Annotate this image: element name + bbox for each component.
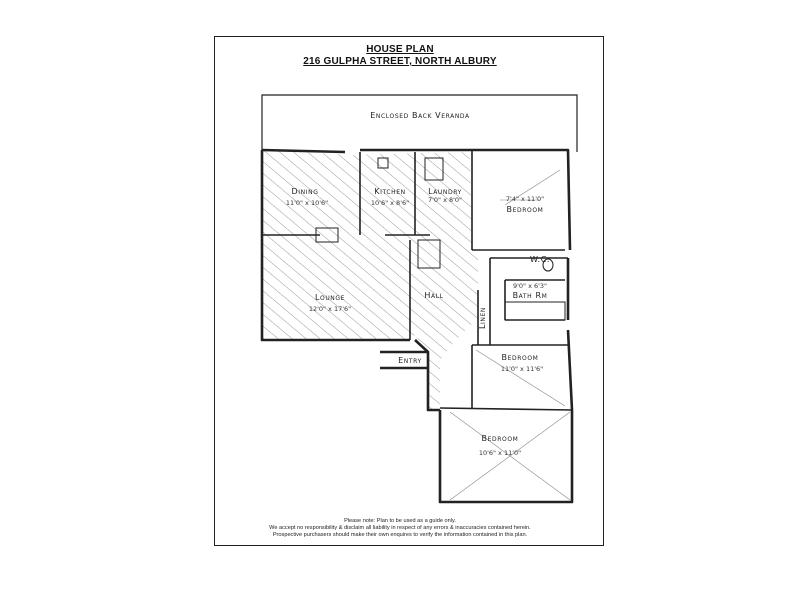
bedroom2-dimensions: 11'0" x 11'6" [501, 365, 543, 373]
veranda-label: Enclosed Back Veranda [370, 111, 470, 120]
kitchen-dimensions: 10'6" x 8'6" [371, 199, 409, 207]
interior-walls [262, 150, 573, 411]
bedroom1-label: Bedroom [507, 205, 544, 214]
hatched-living-area [262, 150, 478, 410]
footer-note-3: Prospective purchasers should make their… [272, 532, 528, 538]
bedroom1-dimensions: 7'4" x 11'0" [506, 195, 544, 203]
bedroom3-dimensions: 10'6" x 11'0" [479, 449, 521, 457]
plan-title: HOUSE PLAN [366, 44, 434, 55]
exterior-walls [260, 148, 574, 504]
plan-border [214, 36, 604, 546]
lounge-dimensions: 12'0" x 17'6" [309, 305, 351, 313]
hall-label: Hall [424, 291, 443, 300]
bath-label: Bath Rm [513, 291, 548, 300]
laundry-label: Laundry [428, 187, 462, 196]
laundry-dimensions: 7'0" x 8'0" [428, 196, 462, 204]
fixtures [315, 157, 571, 501]
dining-label: Dining [292, 187, 319, 196]
entry-label: Entry [398, 356, 422, 365]
bath-dimensions: 9'0" x 6'3" [513, 282, 547, 290]
footer-note-1: Please note: Plan to be used as a guide … [344, 518, 456, 524]
bedroom3-label: Bedroom [482, 434, 519, 443]
lounge-label: Lounge [315, 293, 345, 302]
wc-label: W.C. [530, 255, 550, 264]
linen-label: Linen [478, 307, 487, 329]
kitchen-label: Kitchen [374, 187, 406, 196]
footer-note-2: We accept no responsibility & disclaim a… [269, 525, 531, 531]
dining-dimensions: 11'0" x 10'6" [286, 199, 328, 207]
bedroom2-label: Bedroom [502, 353, 539, 362]
veranda-outline [261, 94, 578, 152]
plan-address: 216 GULPHA STREET, NORTH ALBURY [303, 56, 497, 67]
